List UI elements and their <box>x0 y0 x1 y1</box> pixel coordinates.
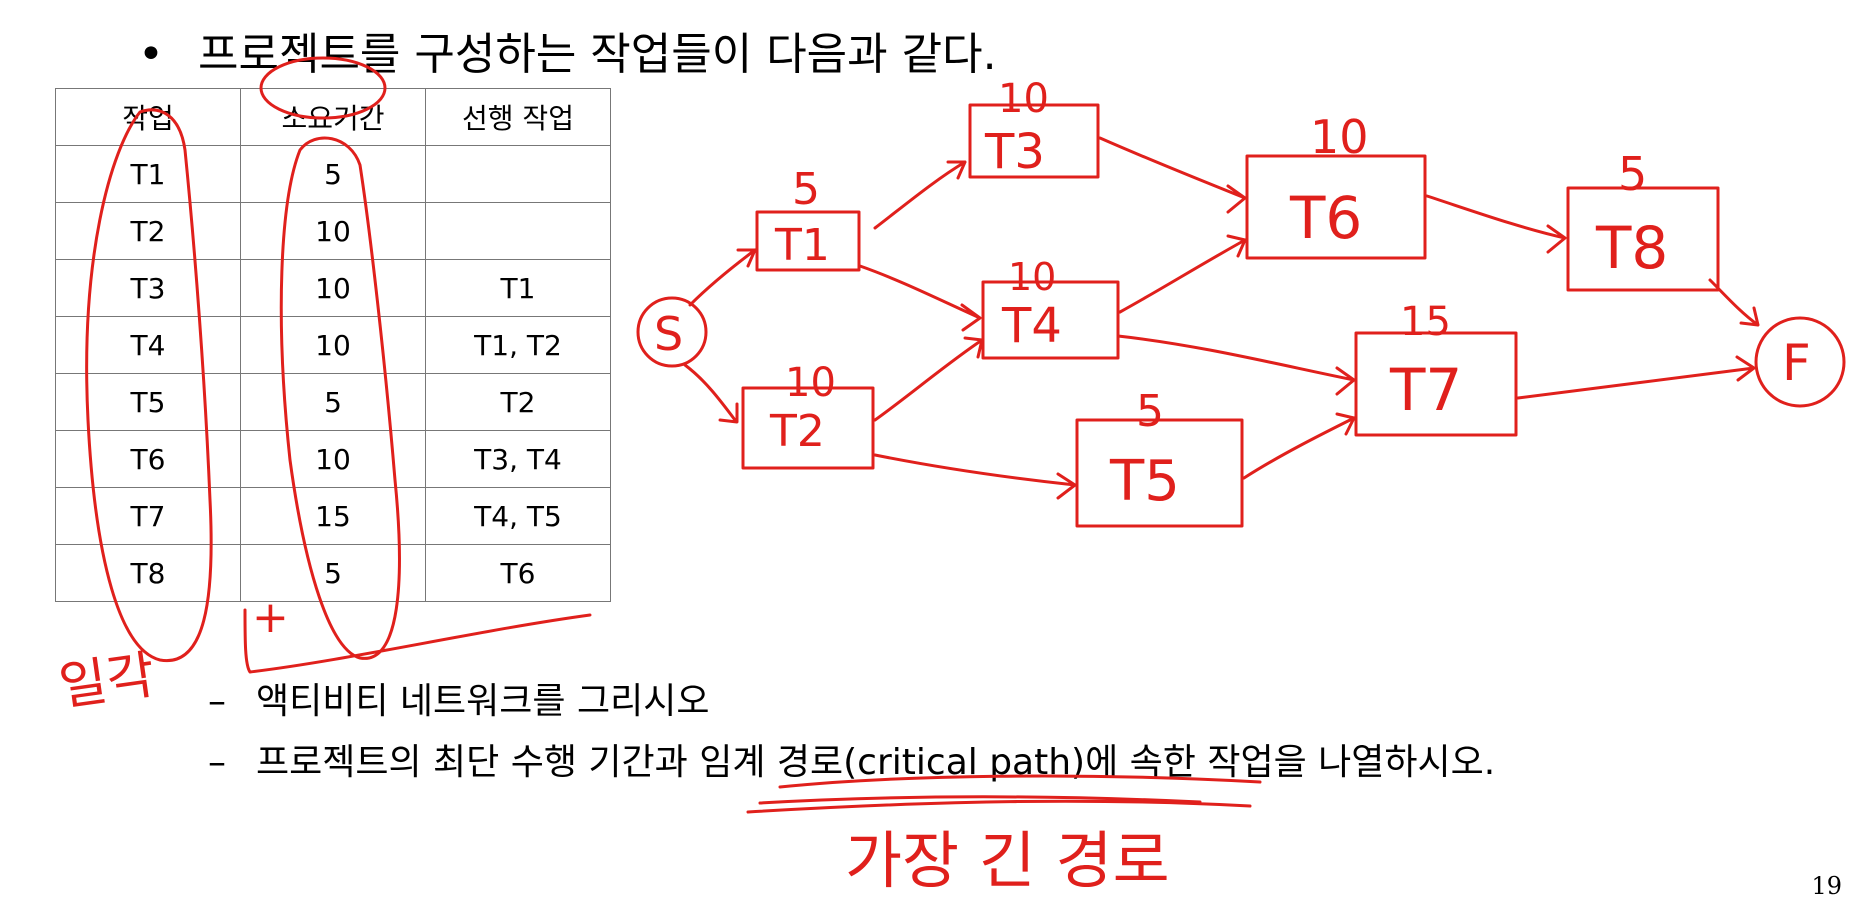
node-box-t7 <box>1354 331 1518 437</box>
node-box-t2 <box>741 386 875 470</box>
node-label-t3: T3 <box>984 124 1045 180</box>
node-duration-t4: 10 <box>1008 255 1056 299</box>
dash-marker: – <box>208 742 226 783</box>
duration-cell: 10 <box>240 202 426 260</box>
arrow-t8-f <box>1708 278 1760 327</box>
duration-cell: 5 <box>240 373 426 431</box>
arrow-t4-t7 <box>1116 334 1356 396</box>
arrow-t1-t4 <box>858 264 982 332</box>
node-label-t4: T4 <box>1001 298 1062 354</box>
task-cell: T2 <box>55 202 241 260</box>
question-1: –액티비티 네트워크를 그리시오 <box>208 672 709 724</box>
page-number: 19 <box>1811 872 1842 900</box>
duration-cell: 5 <box>240 544 426 602</box>
predecessor-cell: T4, T5 <box>425 487 611 545</box>
node-box-t8 <box>1566 186 1720 292</box>
arrow-t7-f <box>1516 355 1756 400</box>
node-label-t7: T7 <box>1389 356 1462 424</box>
question-1-text: 액티비티 네트워크를 그리시오 <box>256 681 710 722</box>
loop-around-duration-column <box>279 136 401 660</box>
arrow-t6-t8 <box>1425 194 1567 254</box>
slide-heading: • 프로젝트를 구성하는 작업들이 다음과 같다. <box>138 18 997 82</box>
node-duration-t3: 10 <box>998 76 1049 122</box>
network-arrows <box>683 136 1760 500</box>
arrow-t5-t7 <box>1242 412 1356 480</box>
question-2: –프로젝트의 최단 수행 기간과 임계 경로(critical path)에 속… <box>208 733 1495 785</box>
start-node-circle <box>636 296 708 368</box>
circle-around-duration-header <box>259 56 387 120</box>
predecessor-cell: T1, T2 <box>425 316 611 374</box>
arrow-t2-t5 <box>873 453 1077 500</box>
arrow-t3-t6 <box>1098 136 1247 214</box>
finish-node-circle <box>1754 316 1846 408</box>
predecessor-cell: T3, T4 <box>425 430 611 488</box>
arrow-s-t2 <box>683 363 739 424</box>
duration-cell: 5 <box>240 145 426 203</box>
node-duration-t8: 5 <box>1618 147 1647 201</box>
arrow-t2-t4 <box>873 336 984 422</box>
node-box-t6 <box>1245 154 1427 260</box>
node-box-t5 <box>1075 418 1244 528</box>
node-label-t2: T2 <box>769 406 825 457</box>
node-box-t4 <box>981 280 1120 360</box>
bullet-point: • <box>138 29 164 80</box>
node-duration-t2: 10 <box>785 360 836 406</box>
node-label-t8: T8 <box>1595 214 1668 282</box>
underline-under-table <box>243 608 592 674</box>
node-label-t6: T6 <box>1289 184 1362 252</box>
arrow-t1-t3 <box>873 160 967 230</box>
question-2-text: 프로젝트의 최단 수행 기간과 임계 경로(critical path)에 속한… <box>256 742 1496 783</box>
task-cell: T6 <box>55 430 241 488</box>
node-duration-t6: 10 <box>1310 110 1369 164</box>
bottom-note: 가장 긴 경로 <box>845 824 1170 897</box>
arrow-t4-t6 <box>1118 234 1247 314</box>
emphasis-underline <box>746 774 1262 814</box>
predecessor-cell: T2 <box>425 373 611 431</box>
node-label-t1: T1 <box>774 220 830 271</box>
heading-text: 프로젝트를 구성하는 작업들이 다음과 같다. <box>198 29 997 80</box>
side-note: 일각 <box>55 645 158 718</box>
loop-around-task-column <box>85 108 213 663</box>
predecessor-cell: T6 <box>425 544 611 602</box>
node-box-t3 <box>968 103 1100 179</box>
dash-marker: – <box>208 681 226 722</box>
node-duration-t1: 5 <box>792 164 820 215</box>
predecessor-cell: T1 <box>425 259 611 317</box>
node-duration-t7: 15 <box>1400 299 1451 345</box>
column-header-task: 작업 <box>55 88 241 146</box>
node-box-t1 <box>755 210 861 272</box>
arrow-s-t1 <box>688 248 757 307</box>
node-label-t5: T5 <box>1109 449 1180 514</box>
task-cell: T3 <box>55 259 241 317</box>
start-node-label: S <box>654 307 683 361</box>
plus-mark: + <box>252 592 289 643</box>
duration-cell: 10 <box>240 259 426 317</box>
finish-node-label: F <box>1782 334 1811 392</box>
node-duration-t5: 5 <box>1136 386 1164 437</box>
duration-cell: 15 <box>240 487 426 545</box>
table-header-row: 작업 소요기간 선행 작업 <box>55 88 611 146</box>
column-header-predecessor: 선행 작업 <box>425 88 611 146</box>
